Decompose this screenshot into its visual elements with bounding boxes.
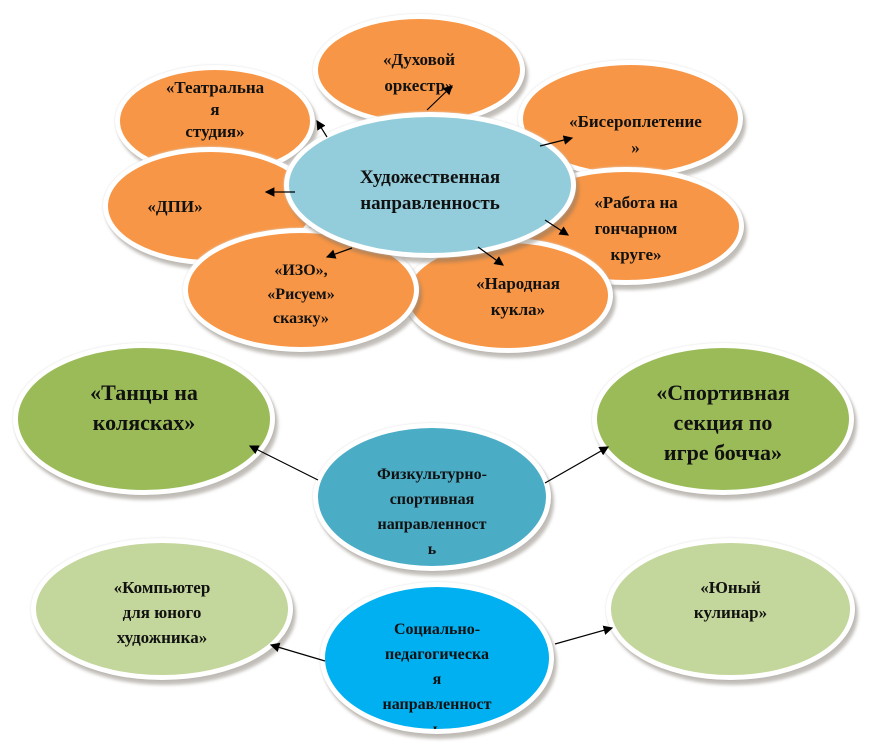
node-kukla: «Народная кукла»: [403, 238, 613, 353]
node-label: «Танцы на колясках»: [90, 380, 198, 435]
node-komp: «Компьютер для юного художника»: [31, 538, 293, 680]
arrow-bochcha: [544, 446, 610, 484]
node-label: «ИЗО», «Рисуем» сказку»: [267, 262, 335, 327]
node-label: «ДПИ»: [147, 197, 203, 216]
node-bochcha: «Спортивная секция по игре бочча»: [592, 343, 854, 495]
arrow-komp: [269, 642, 326, 662]
node-label: «Народная кукла»: [476, 274, 560, 319]
node-kulinar: «Юный кулинар»: [606, 538, 855, 680]
center-sport: Физкультурно- спортивная направленност ь: [313, 423, 551, 571]
node-label: «Духовой оркестр»: [383, 50, 455, 95]
node-label: «Театральна я студия»: [165, 78, 265, 141]
center-label: Физкультурно- спортивная направленност ь: [377, 466, 487, 558]
node-label: «Работа на гончарном круге»: [594, 193, 678, 264]
node-tancy: «Танцы на колясках»: [13, 343, 275, 495]
node-label: «Компьютер для юного художника»: [113, 578, 211, 647]
center-label: Художественная направленность: [359, 167, 501, 214]
node-orkestr: «Духовой оркестр»: [313, 14, 525, 126]
center-label: Социально- педагогическа я направленност…: [382, 621, 492, 734]
node-label: «Спортивная секция по игре бочча»: [656, 380, 790, 465]
node-label: «Юный кулинар»: [693, 578, 768, 622]
arrow-kulinar: [554, 625, 614, 645]
center-social: Социально- педагогическа я направленност…: [320, 582, 554, 734]
node-label: «Бисероплетение »: [569, 112, 702, 157]
center-art: Художественная направленность: [284, 112, 576, 258]
